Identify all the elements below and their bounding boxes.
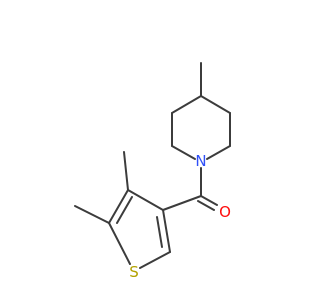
bond-thio-c4-c5-inner bbox=[116, 196, 133, 224]
bond-thio-c2-c3 bbox=[162, 209, 171, 253]
bond-methyl-thio-c4 bbox=[123, 151, 129, 191]
atom-n: N bbox=[195, 152, 206, 170]
atom-label-s: S bbox=[129, 263, 139, 281]
bond-thio-c5-s bbox=[108, 222, 131, 265]
molecule-diagram: N O S bbox=[74, 62, 231, 281]
bond-methyl-thio-c5 bbox=[74, 205, 110, 224]
bond-ring-c5-c4 bbox=[171, 95, 202, 114]
atom-label-o: O bbox=[219, 203, 231, 221]
atom-s: S bbox=[129, 263, 139, 281]
bond-ring-c2-n bbox=[206, 145, 231, 160]
atom-o: O bbox=[219, 203, 231, 221]
bond-ring-c4-c3 bbox=[200, 95, 231, 114]
bond-carbonyl-o-1 bbox=[200, 195, 218, 206]
structure-drawing: N O S bbox=[74, 62, 231, 281]
bond-carbonyl-thiophene bbox=[162, 195, 202, 211]
bond-ring-n-c6 bbox=[171, 145, 196, 160]
bond-thio-s-c2 bbox=[139, 251, 171, 269]
bond-thio-c2-c3-inner bbox=[156, 216, 163, 248]
bond-thio-c4-c5 bbox=[108, 189, 129, 224]
bond-carbonyl-o-2 bbox=[197, 200, 215, 211]
atom-label-n: N bbox=[195, 152, 206, 170]
bond-lines bbox=[74, 62, 231, 269]
bond-thio-c3-c4 bbox=[127, 189, 164, 211]
